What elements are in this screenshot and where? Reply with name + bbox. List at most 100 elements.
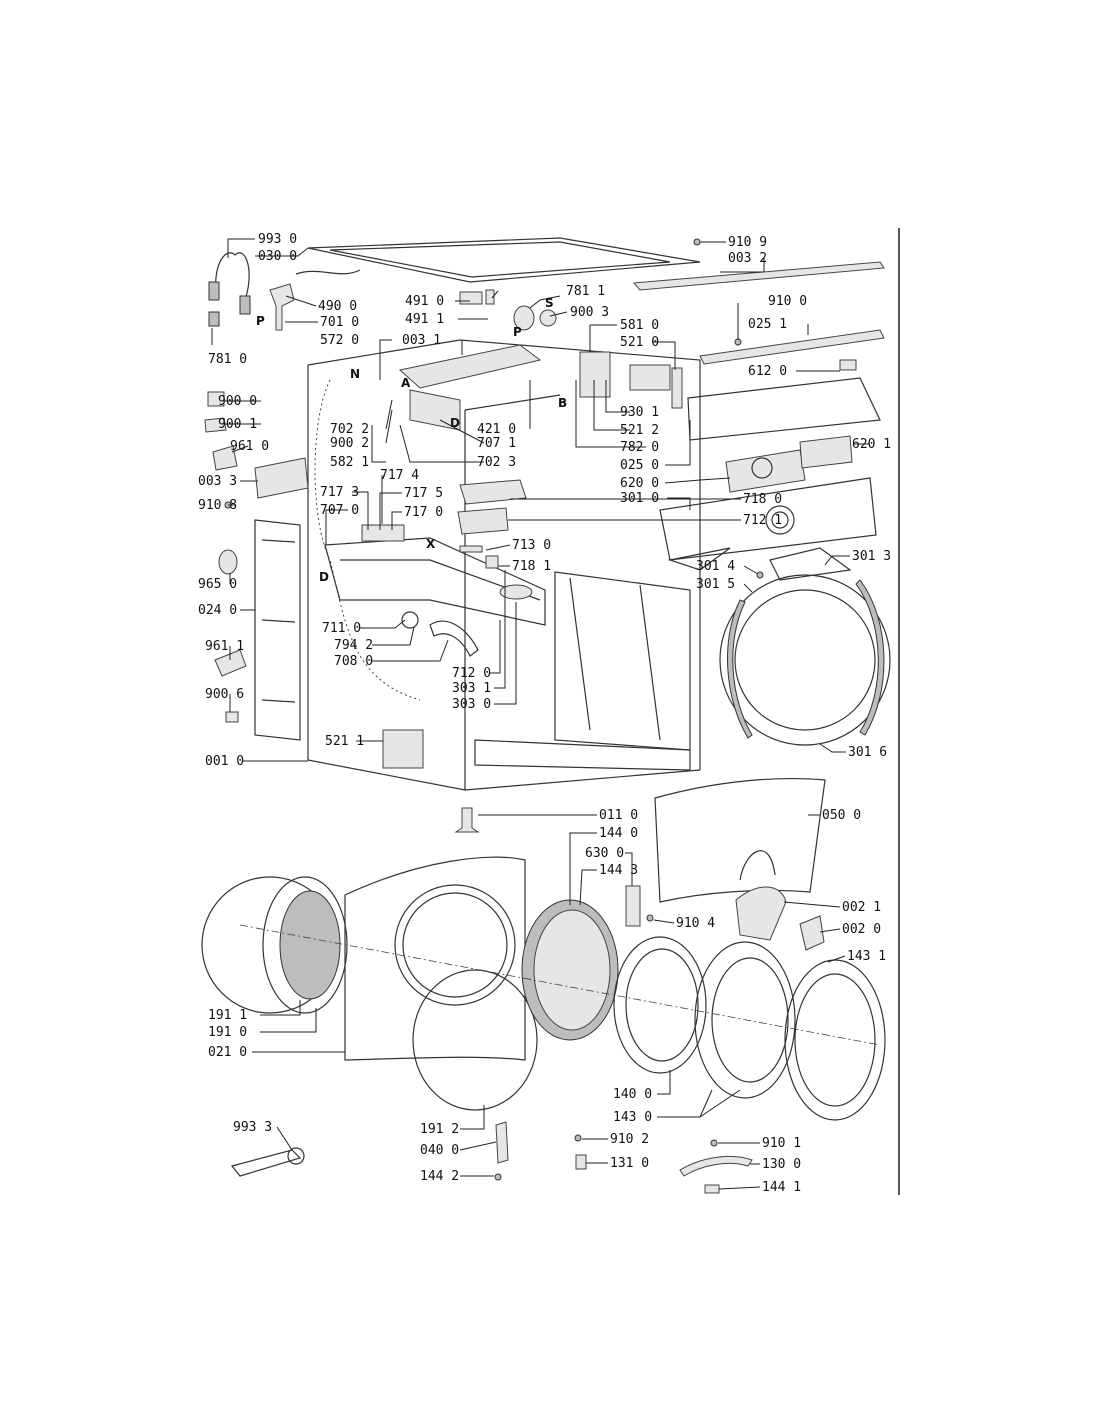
part-label-612-0: 612 0 xyxy=(748,364,787,379)
part-label-301-0: 301 0 xyxy=(620,491,659,506)
spanner-tool xyxy=(230,1149,302,1177)
part-label-191-1: 191 1 xyxy=(208,1008,247,1023)
front-console xyxy=(659,477,877,561)
part-label-717-0: 717 0 xyxy=(404,505,443,520)
part-label-717-5: 717 5 xyxy=(404,486,443,501)
letter-P-lower: P xyxy=(513,325,522,339)
part-label-717-3: 717 3 xyxy=(320,485,359,500)
front-panel xyxy=(344,856,526,1061)
dispenser-housing xyxy=(324,537,546,626)
part-label-301-4: 301 4 xyxy=(696,559,735,574)
part-label-040-0: 040 0 xyxy=(420,1143,459,1158)
kick-panel xyxy=(654,777,826,903)
part-label-620-1: 620 1 xyxy=(852,437,891,452)
part-label-144-0: 144 0 xyxy=(599,826,638,841)
electronic-board xyxy=(725,449,806,493)
part-label-191-2: 191 2 xyxy=(420,1122,459,1137)
part-label-025-1: 025 1 xyxy=(748,317,787,332)
part-label-144-3: 144 3 xyxy=(599,863,638,878)
part-label-301-3: 301 3 xyxy=(852,549,891,564)
part-label-630-0: 630 0 xyxy=(585,846,624,861)
part-label-717-4: 717 4 xyxy=(380,468,419,483)
letter-D-lower: D xyxy=(319,570,329,584)
part-label-130-0: 130 0 xyxy=(762,1157,801,1172)
letter-A: A xyxy=(401,376,411,390)
part-label-001-0: 001 0 xyxy=(205,754,244,769)
part-label-491-0: 491 0 xyxy=(405,294,444,309)
part-label-965-0: 965 0 xyxy=(198,577,237,592)
part-label-491-1: 491 1 xyxy=(405,312,444,327)
top-strip xyxy=(632,261,885,291)
dispenser-hose xyxy=(429,620,479,657)
part-label-301-5: 301 5 xyxy=(696,577,735,592)
part-label-900-3: 900 3 xyxy=(570,305,609,320)
part-label-712-1: 712 1 xyxy=(743,513,782,528)
part-label-702-2: 702 2 xyxy=(330,422,369,437)
part-label-993-3: 993 3 xyxy=(233,1120,272,1135)
letter-P-upper: P xyxy=(256,314,265,328)
part-label-900-0: 900 0 xyxy=(218,394,257,409)
door-seal xyxy=(412,969,538,1111)
part-label-620-0: 620 0 xyxy=(620,476,659,491)
part-label-900-2: 900 2 xyxy=(330,436,369,451)
part-label-303-1: 303 1 xyxy=(452,681,491,696)
detergent-drawer xyxy=(459,479,527,505)
part-label-712-0: 712 0 xyxy=(452,666,491,681)
part-label-930-1: 930 1 xyxy=(620,405,659,420)
part-label-581-0: 581 0 xyxy=(620,318,659,333)
part-label-718-1: 718 1 xyxy=(512,559,551,574)
part-label-021-0: 021 0 xyxy=(208,1045,247,1060)
top-frame xyxy=(307,237,701,283)
part-label-421-0: 421 0 xyxy=(477,422,516,437)
letter-D-upper: D xyxy=(450,416,460,430)
part-label-910-9: 910 9 xyxy=(728,235,767,250)
part-label-002-1: 002 1 xyxy=(842,900,881,915)
part-label-961-0: 961 0 xyxy=(230,439,269,454)
part-label-521-0: 521 0 xyxy=(620,335,659,350)
part-label-900-6: 900 6 xyxy=(205,687,244,702)
part-label-707-0: 707 0 xyxy=(320,503,359,518)
part-label-303-0: 303 0 xyxy=(452,697,491,712)
part-label-143-1: 143 1 xyxy=(847,949,886,964)
door-glass xyxy=(784,959,886,1121)
letter-X: X xyxy=(426,537,436,551)
part-label-143-0: 143 0 xyxy=(613,1110,652,1125)
parts-artwork xyxy=(201,237,891,1194)
part-label-782-0: 782 0 xyxy=(620,440,659,455)
part-label-521-1: 521 1 xyxy=(325,734,364,749)
part-label-707-1: 707 1 xyxy=(477,436,516,451)
inlet-hoses xyxy=(215,252,250,301)
part-label-301-6: 301 6 xyxy=(848,745,887,760)
part-label-572-0: 572 0 xyxy=(320,333,359,348)
part-label-024-0: 024 0 xyxy=(198,603,237,618)
part-label-781-1: 781 1 xyxy=(566,284,605,299)
part-label-910-2: 910 2 xyxy=(610,1132,649,1147)
part-label-910-4: 910 4 xyxy=(676,916,715,931)
part-label-711-0: 711 0 xyxy=(322,621,361,636)
part-label-490-0: 490 0 xyxy=(318,299,357,314)
front-panel-ring xyxy=(769,547,852,581)
letter-S: S xyxy=(545,296,554,310)
leader-lines xyxy=(211,238,870,1190)
cabinet-opening xyxy=(554,571,691,751)
part-label-910-8: 910 8 xyxy=(198,498,237,513)
part-label-910-1: 910 1 xyxy=(762,1136,801,1151)
door-lock-module xyxy=(382,729,424,769)
part-labels: 993 0 030 0 910 9 003 2 490 0 491 0 781 … xyxy=(198,232,891,1195)
part-label-582-1: 582 1 xyxy=(330,455,369,470)
part-label-993-0: 993 0 xyxy=(258,232,297,247)
letter-N: N xyxy=(350,367,360,381)
control-panel-rear xyxy=(687,377,881,441)
part-label-713-0: 713 0 xyxy=(512,538,551,553)
side-panel xyxy=(254,519,301,741)
part-label-131-0: 131 0 xyxy=(610,1156,649,1171)
part-label-003-2: 003 2 xyxy=(728,251,767,266)
part-label-900-1: 900 1 xyxy=(218,417,257,432)
part-label-030-0: 030 0 xyxy=(258,249,297,264)
part-label-781-0: 781 0 xyxy=(208,352,247,367)
part-label-702-3: 702 3 xyxy=(477,455,516,470)
part-label-144-1: 144 1 xyxy=(762,1180,801,1195)
part-label-003-1: 003 1 xyxy=(402,333,441,348)
part-label-025-0: 025 0 xyxy=(620,458,659,473)
